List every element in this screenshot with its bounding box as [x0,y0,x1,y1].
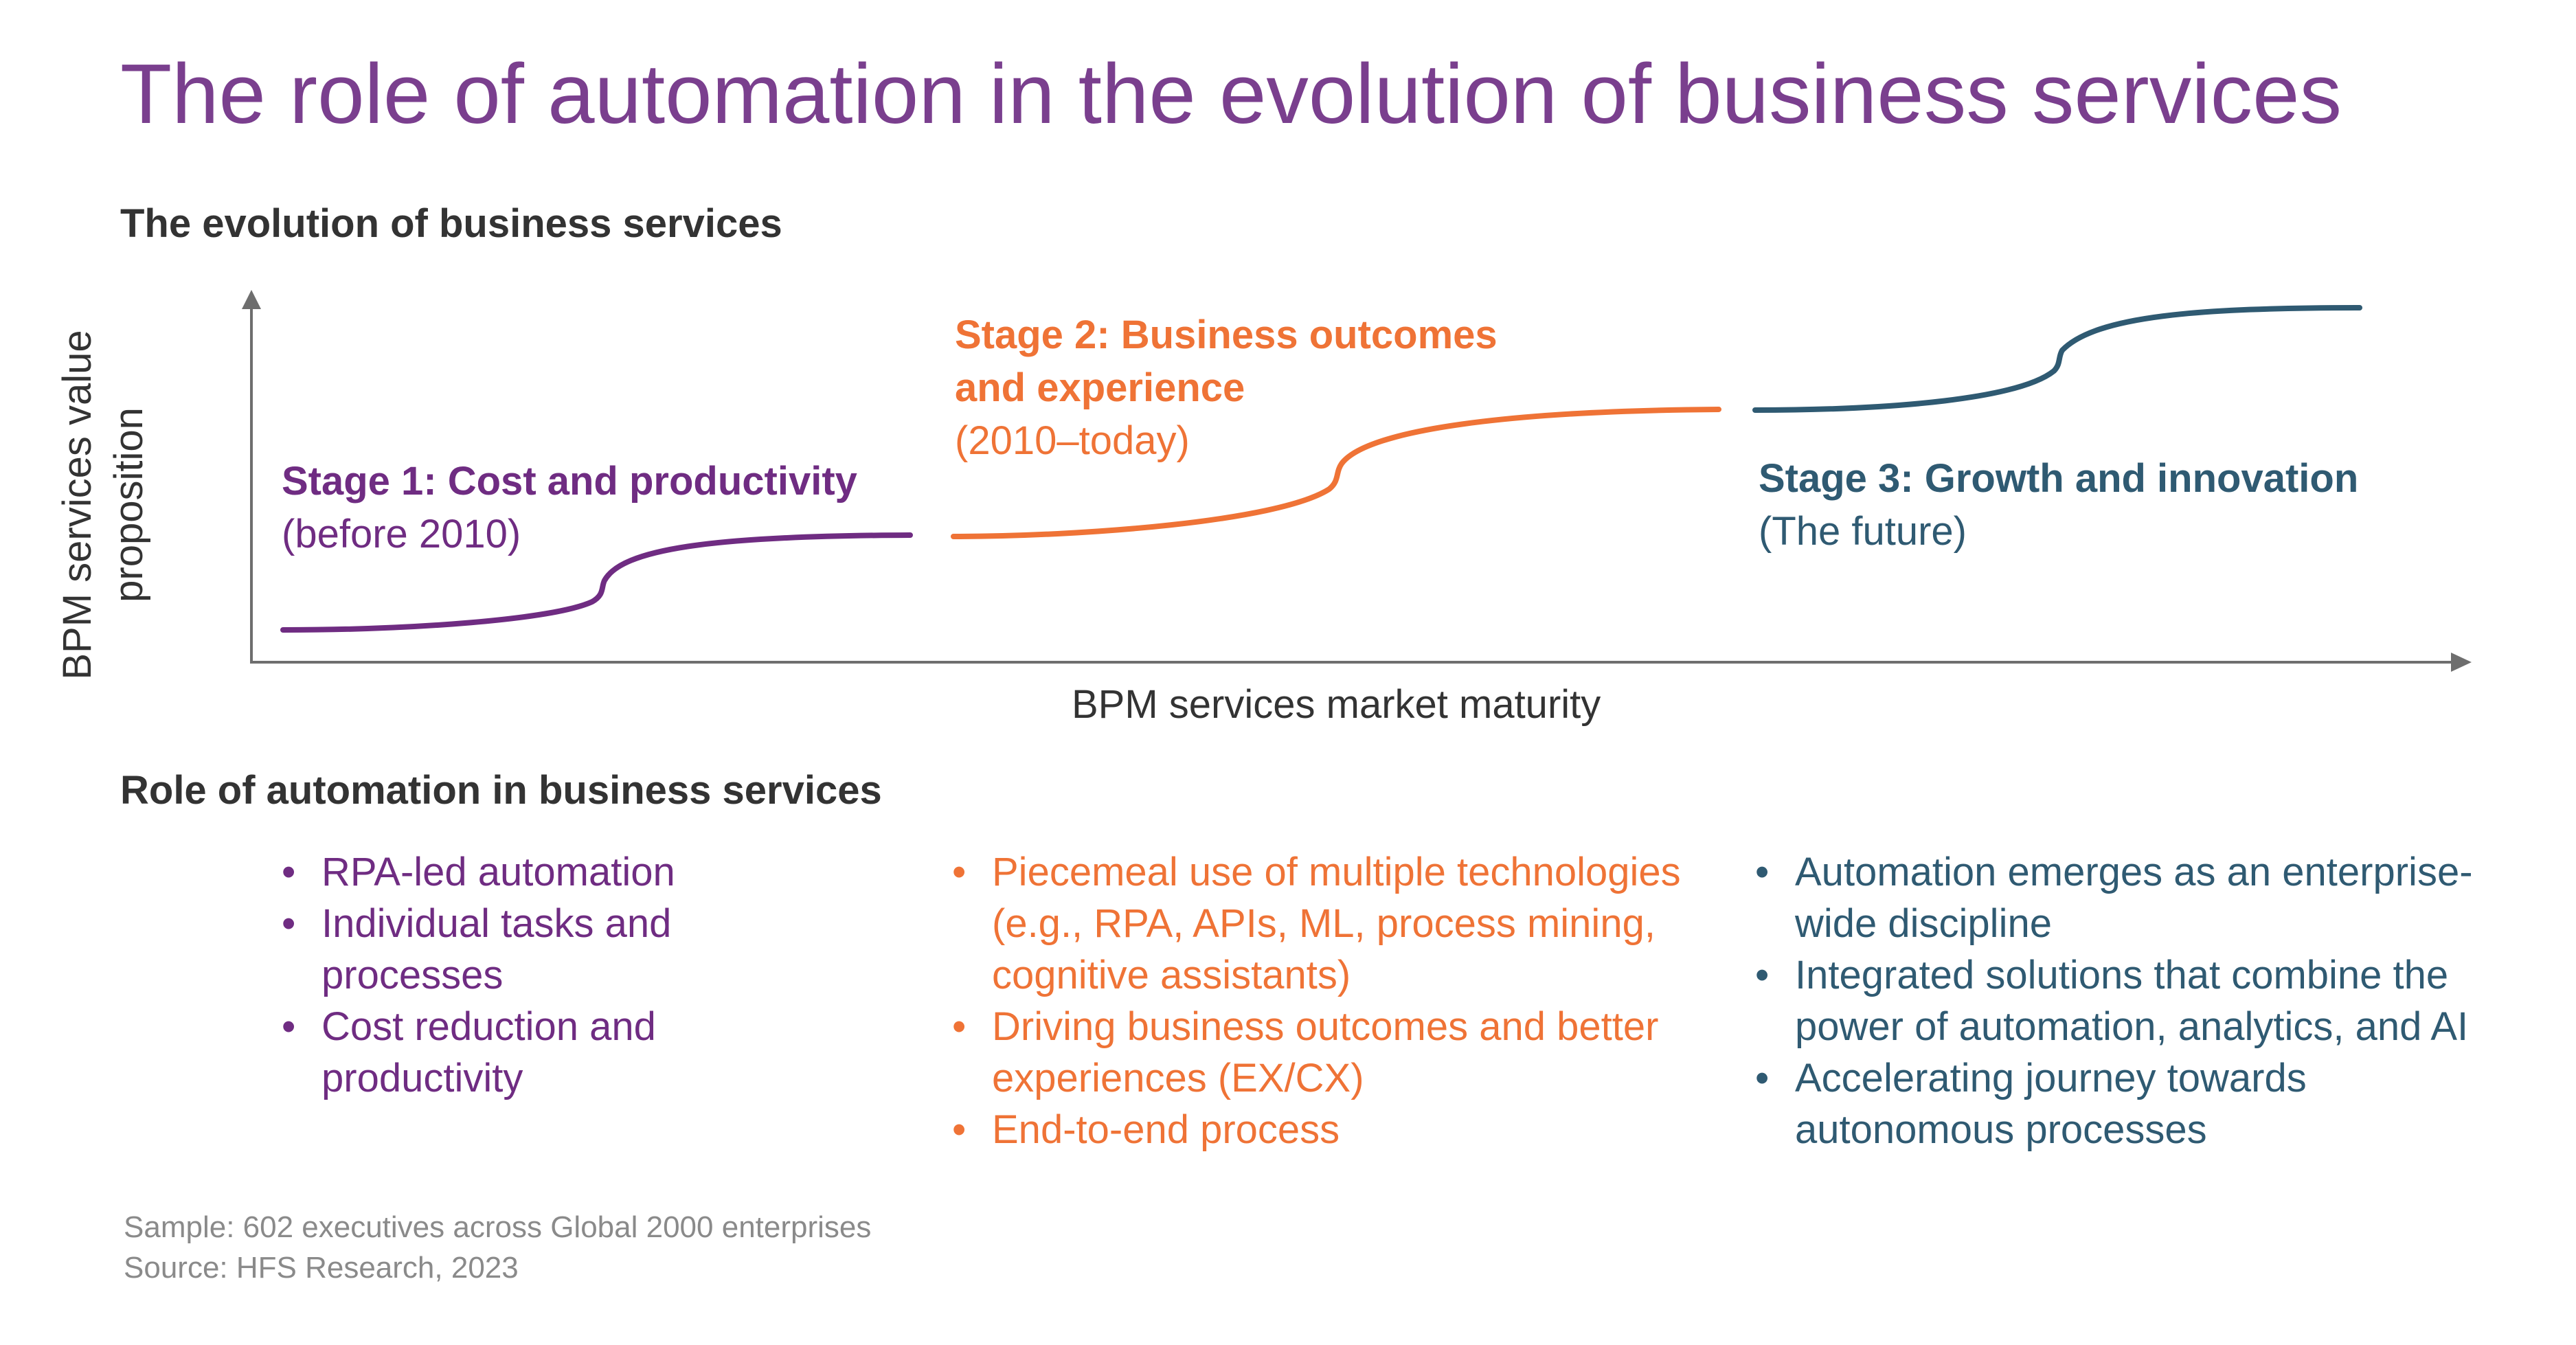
stage-1-bullet-list: RPA-led automation Individual tasks and … [282,846,790,1104]
list-item: Piecemeal use of multiple technologies (… [952,846,1735,1001]
source-note: Source: HFS Research, 2023 [124,1250,519,1285]
y-axis-label-line1: BPM services value [55,330,100,680]
stage-1-period: (before 2010) [282,512,521,557]
stage-1-label: Stage 1: Cost and productivity (before 2… [282,455,857,561]
footer-notes: Sample: 602 executives across Global 200… [124,1208,871,1288]
list-item: Accelerating journey towards autonomous … [1755,1052,2483,1155]
y-axis-label-line2: proposition [106,407,152,602]
stage-3-bullet-list: Automation emerges as an enterprise-wide… [1755,846,2483,1155]
x-axis-arrow [2451,653,2472,672]
stage-2-title-line2: and experience [955,365,1245,411]
x-axis-label: BPM services market maturity [1072,682,1601,727]
stage-2-title-line1: Stage 2: Business outcomes [955,313,1498,357]
list-item: Driving business outcomes and better exp… [952,1001,1735,1104]
stage-2-curve [951,407,1721,539]
y-axis-label: BPM services value proposition [52,285,161,697]
list-item: Cost reduction and productivity [282,1001,790,1104]
stage-3-curve [1752,305,2362,413]
stage-3-period: (The future) [1759,509,1967,554]
stage-1-curve [280,532,913,633]
stage-3-label: Stage 3: Growth and innovation (The futu… [1759,452,2358,558]
stage-2-bullet-list: Piecemeal use of multiple technologies (… [952,846,1735,1155]
list-item: Integrated solutions that combine the po… [1755,949,2483,1052]
y-axis-arrow [242,290,261,309]
page-title: The role of automation in the evolution … [120,47,2342,142]
list-item: Individual tasks and processes [282,898,790,1001]
list-item: Automation emerges as an enterprise-wide… [1755,846,2483,949]
automation-section-heading: Role of automation in business services [120,768,882,813]
evolution-section-heading: The evolution of business services [120,201,782,246]
stage-3-title: Stage 3: Growth and innovation [1759,456,2359,501]
list-item: RPA-led automation [282,846,790,898]
stage-2-label: Stage 2: Business outcomes and experienc… [955,308,1498,467]
stage-2-period: (2010–today) [955,418,1190,464]
stage-1-title: Stage 1: Cost and productivity [282,459,857,504]
list-item: End-to-end process [952,1104,1735,1155]
sample-note: Sample: 602 executives across Global 200… [124,1210,872,1244]
